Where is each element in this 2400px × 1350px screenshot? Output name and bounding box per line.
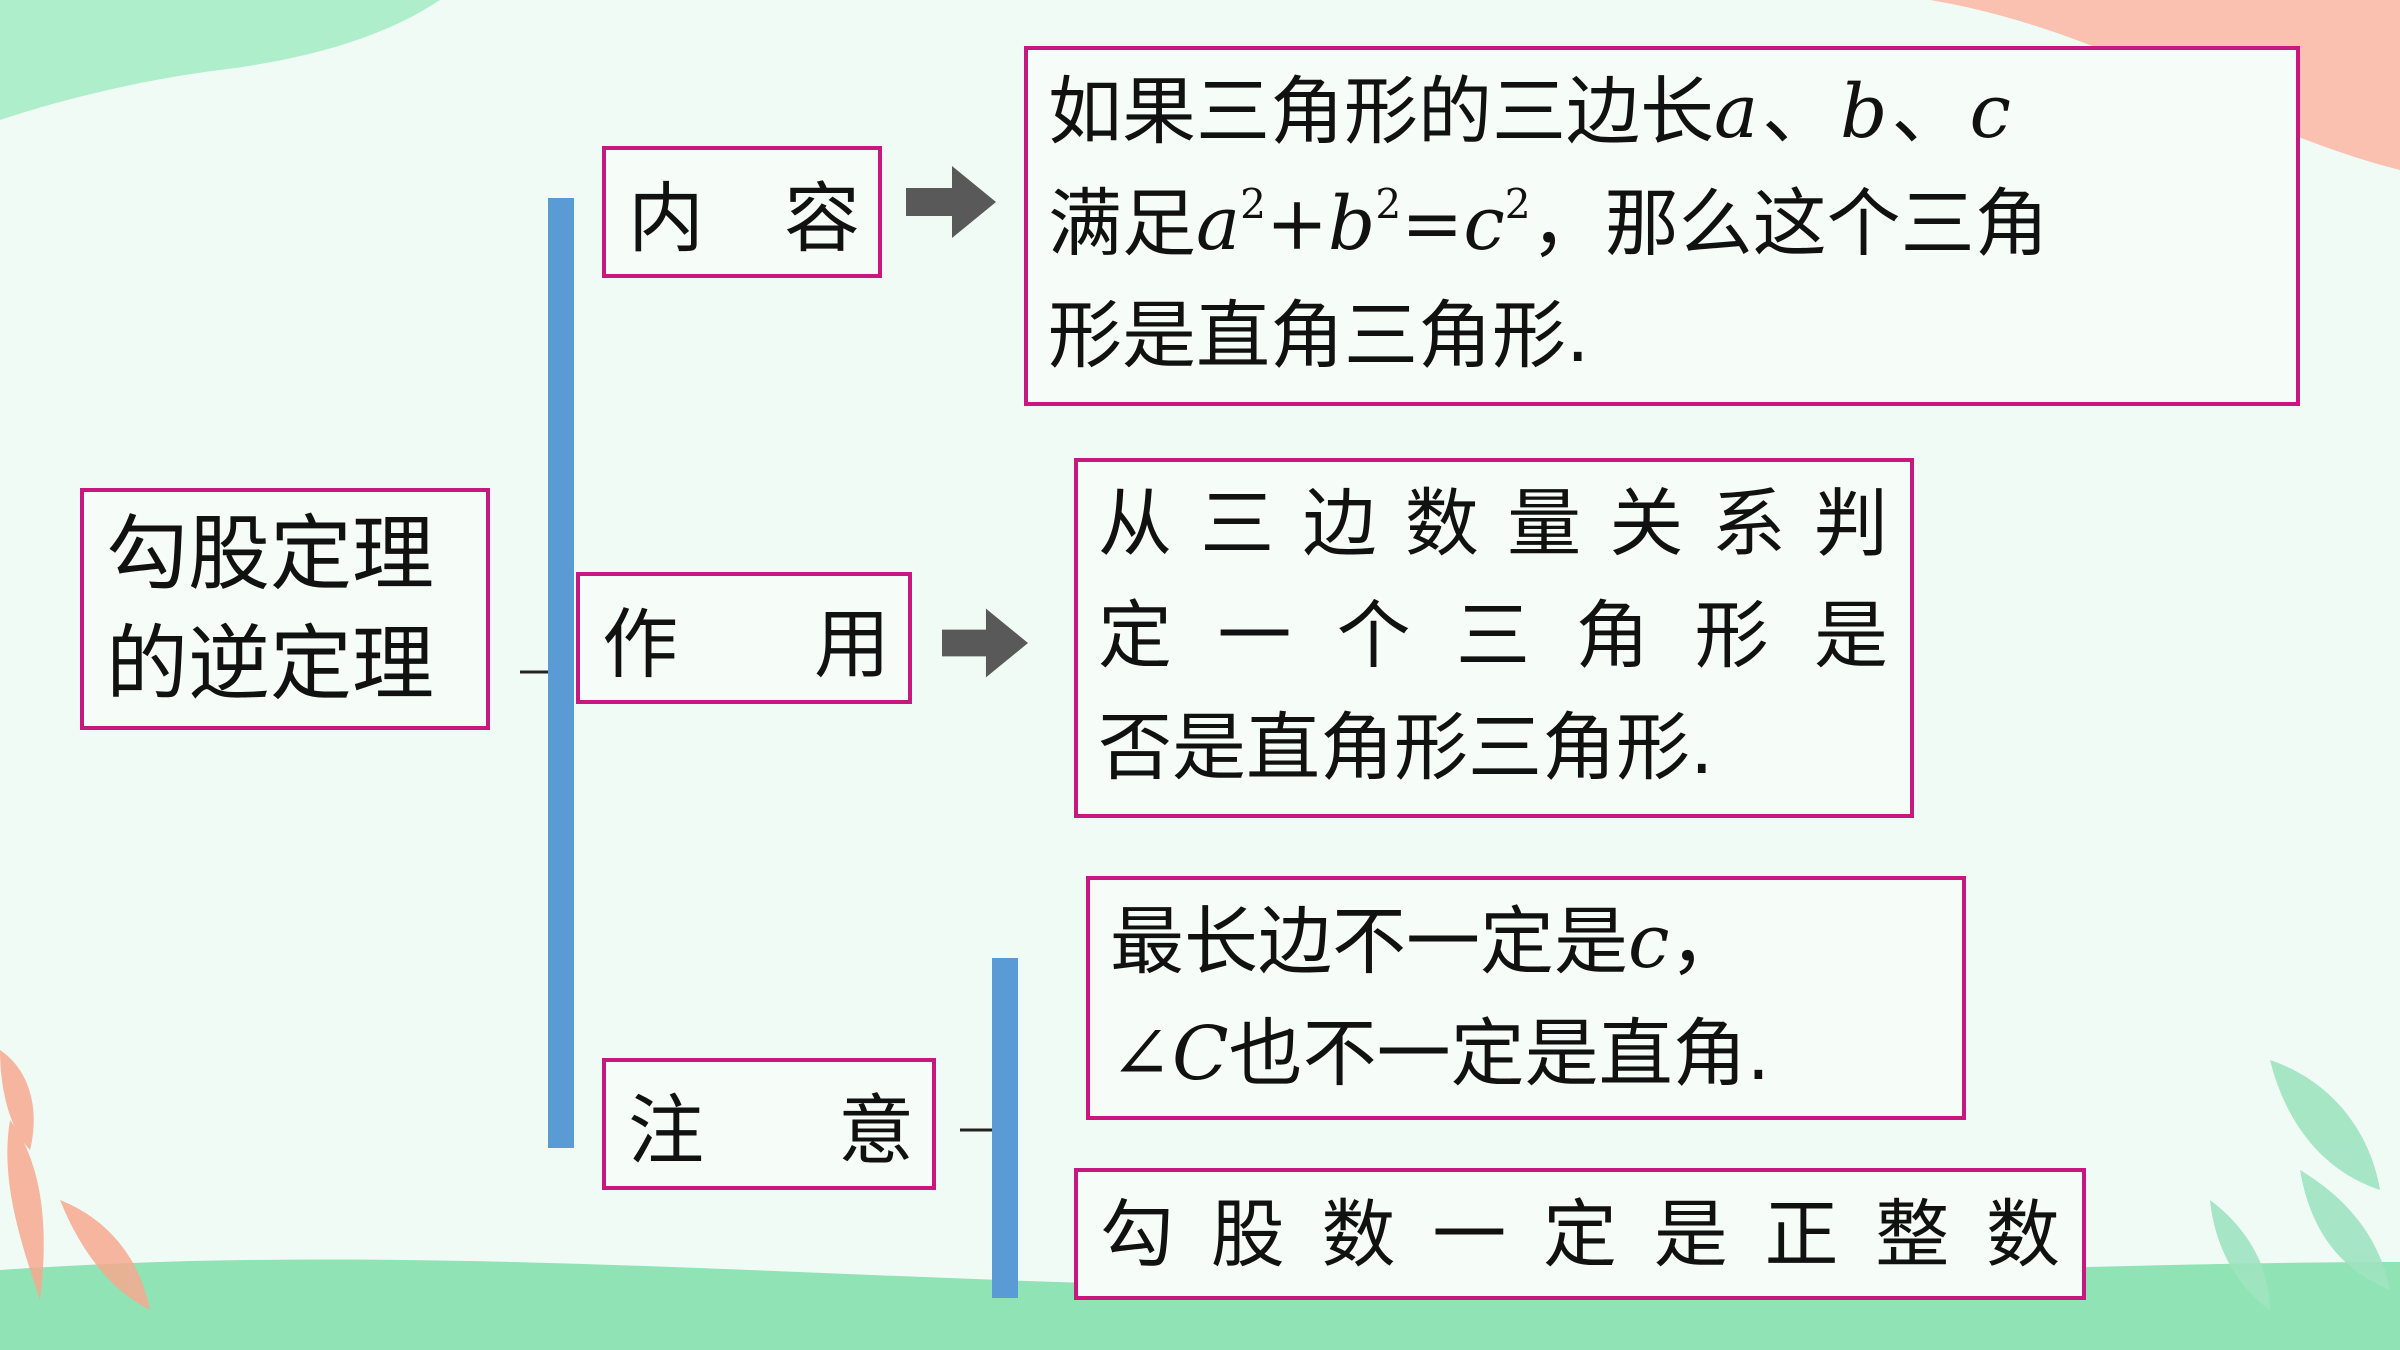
exponent-3: 2 [1504,180,1531,229]
role-text-box: 从三边数量关系判 定一个三角形是 否是直角形三角形. [1074,458,1914,818]
content-sep-1: 、 [1762,69,1837,155]
arrow-right-icon-content [906,166,996,238]
note-1-line-1: 最长边不一定是c， [1110,886,1942,998]
branch-role-char-2: 用 [814,600,890,689]
role-line-3: 否是直角形三角形. [1098,705,1714,791]
content-sep-2: 、 [1891,69,1966,155]
equation-b: b [1328,181,1376,267]
root-line-1: 勾股定理 [106,507,435,602]
content-text-box: 如果三角形的三边长 a 、 b 、 c 满足a2+b2=c2，那么这个三角 形是… [1024,46,2300,406]
role-line-2: 定一个三角形是 [1098,593,1888,679]
main-bracket [548,198,574,1148]
note-1-var-c: c [1628,899,1670,985]
content-var-a: a [1714,69,1759,155]
branch-note-label: 注 意 [602,1058,936,1190]
arrow-right-icon-role [942,608,1028,678]
content-line-1: 如果三角形的三边长 a 、 b 、 c [1048,56,2276,168]
branch-content-char-1: 内 [628,174,704,263]
plus-sign: + [1266,181,1329,267]
note-1-line-2: ∠C也不一定是直角. [1110,998,1942,1110]
note-1-text-box: 最长边不一定是c， ∠C也不一定是直角. [1086,876,1966,1120]
note-1-var-C: C [1172,1011,1229,1097]
branch-content-char-2: 容 [784,174,860,263]
equals-sign: = [1401,181,1464,267]
role-line-1: 从三边数量关系判 [1098,481,1888,567]
equation-c: c [1463,181,1505,267]
content-line-2: 满足a2+b2=c2，那么这个三角 [1048,168,2276,280]
note-bracket [992,958,1018,1298]
content-line-1-text: 如果三角形的三边长 [1048,69,1714,155]
root-line-2: 的逆定理 [106,617,435,712]
branch-note-char-2: 意 [838,1086,914,1175]
branch-content-label: 内 容 [602,146,882,278]
note-1-line-1-post: ， [1669,899,1744,985]
note-2-text-box: 勾股数一定是正整数 [1074,1168,2086,1300]
branch-note-char-1: 注 [628,1086,704,1175]
equation-a: a [1196,181,1241,267]
content-var-b: b [1840,69,1888,155]
angle-symbol: ∠ [1110,1011,1173,1097]
content-line-2-post: ，那么这个三角 [1530,181,2049,267]
exponent-1: 2 [1240,180,1267,229]
content-line-2-pre: 满足 [1048,181,1196,267]
exponent-2: 2 [1375,180,1402,229]
note-1-line-1-pre: 最长边不一定是 [1110,899,1628,985]
root-node: 勾股定理 的逆定理 [80,488,490,730]
content-var-c: c [1969,69,2011,155]
content-line-3: 形是直角三角形. [1048,293,1590,379]
note-1-line-2-post: 也不一定是直角. [1228,1011,1771,1097]
branch-role-label: 作 用 [576,572,912,704]
branch-role-char-1: 作 [602,600,678,689]
